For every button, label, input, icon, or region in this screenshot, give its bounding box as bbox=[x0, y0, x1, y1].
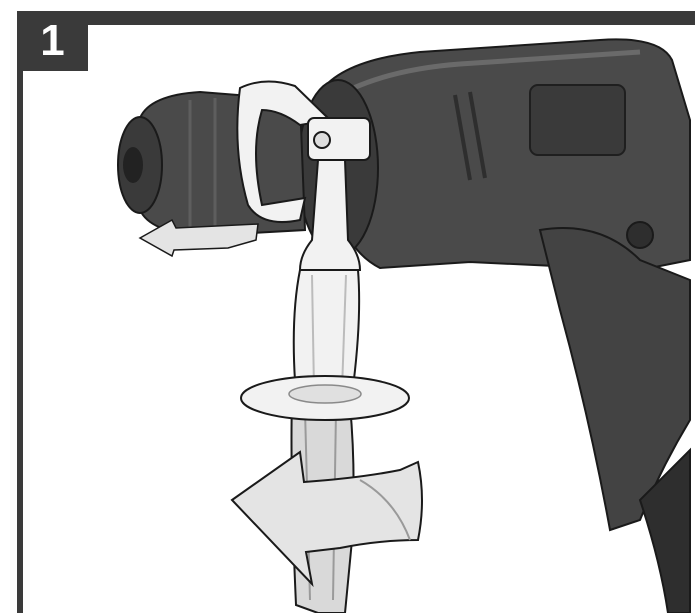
direction-arrow bbox=[138, 218, 259, 258]
rotate-arrow bbox=[230, 450, 423, 588]
step-number-badge: 1 bbox=[17, 11, 88, 71]
drill-illustration bbox=[117, 38, 691, 613]
frame-border bbox=[17, 11, 695, 613]
side-handle bbox=[236, 80, 410, 421]
